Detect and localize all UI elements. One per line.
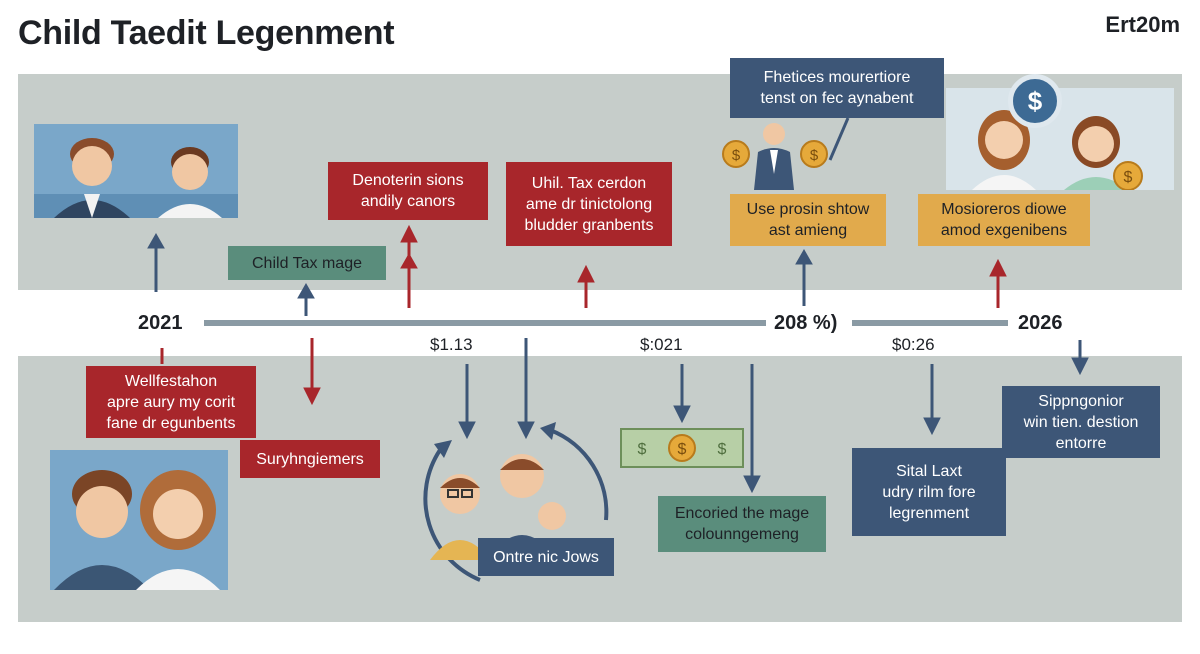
child-tax-image-box: Child Tax mage — [228, 246, 386, 280]
couple-photo-top-left — [34, 124, 238, 218]
women-illustration: $ — [946, 88, 1174, 190]
arrow-down-icon — [303, 338, 321, 406]
svg-text:$: $ — [718, 441, 727, 458]
denoterin-box: Denoterin sions andily canors — [328, 162, 488, 220]
svg-text:$: $ — [1124, 169, 1133, 186]
year-mid-label: 208 %) — [774, 312, 838, 334]
women-photo-top-right: $ — [946, 88, 1174, 190]
page-title: Child Taedit Legenment — [18, 14, 395, 52]
dollar-bill-icon: $ $ $ — [620, 428, 744, 468]
amount-label-1: $1.13 — [430, 335, 473, 354]
encoried-box: Encoried the mage colounngemeng — [658, 496, 826, 552]
wellfestation-box: Wellfestahon apre aury my corit fane dr … — [86, 366, 256, 438]
svg-text:$: $ — [732, 147, 741, 164]
svg-text:$: $ — [678, 441, 687, 458]
sippngonior-box: Sippngonior win tien. destion entorre — [1002, 386, 1160, 458]
year-2026-label: 2026 — [1018, 312, 1063, 334]
businessman-illustration: $ $ — [720, 118, 830, 190]
surying-box: Suryhngiemers — [240, 440, 380, 478]
uhil-tax-box: Uhil. Tax cerdon ame dr tinictolong blud… — [506, 162, 672, 246]
ontre-box: Ontre nic Jows — [478, 538, 614, 576]
arrow-down-icon — [458, 338, 1089, 494]
use-prosin-box: Use prosin shtow ast amieng — [730, 194, 886, 246]
amount-label-3: $0:26 — [892, 335, 935, 354]
arrow-up-icon — [147, 232, 813, 316]
year-2021-label: 2021 — [138, 312, 183, 334]
arrow-up-icon — [160, 224, 1007, 364]
couple-illustration — [34, 124, 238, 218]
svg-text:$: $ — [638, 441, 647, 458]
svg-text:$: $ — [810, 147, 819, 164]
fhetices-box: Fhetices mourertiore tenst on fec aynabe… — [730, 58, 944, 118]
corner-label: Ert20m — [1105, 12, 1180, 37]
amount-label-2: $:021 — [640, 335, 683, 354]
couple-illustration-2 — [50, 450, 228, 590]
connector-line — [828, 117, 850, 161]
dollar-coin-icon: $ — [1008, 74, 1062, 128]
couple-photo-bottom-left — [50, 450, 228, 590]
mosioreros-box: Mosioreros diowe amod exgenibens — [918, 194, 1090, 246]
sital-box: Sital Laxt udry rilm fore legrenment — [852, 448, 1006, 536]
